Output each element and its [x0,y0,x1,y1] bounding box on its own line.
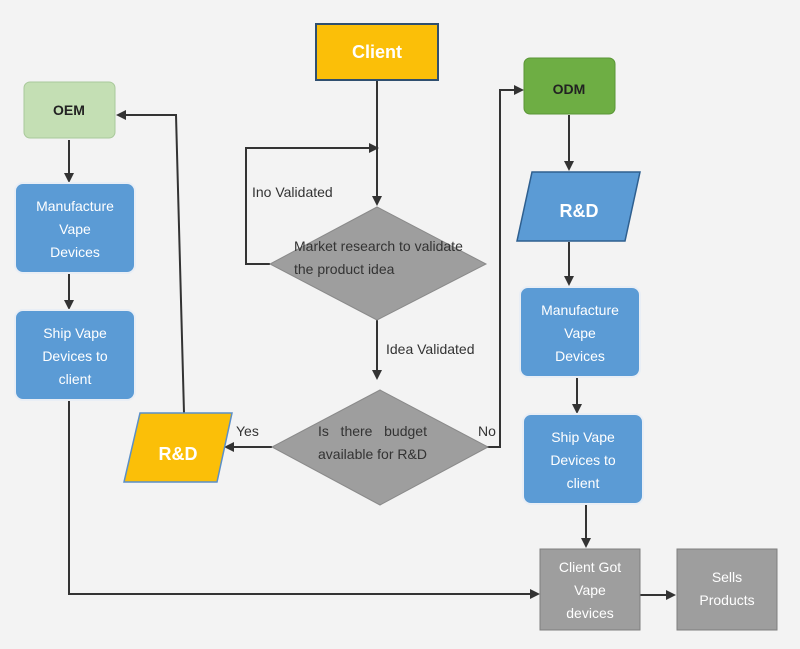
node-manufacture-right-line-2: Vape [564,325,596,341]
node-oem: OEM [23,81,116,139]
node-market-research: Market research to validate the product … [268,206,488,321]
node-client-got-line-3: devices [566,605,613,621]
node-client: Client [315,23,439,81]
edge-rd-to-oem [116,110,185,414]
node-oem-label: OEM [53,102,85,118]
edge-budget-no-to-odm [486,85,524,448]
node-budget-line-2: available for R&D [318,446,427,462]
node-client-got-line-2: Vape [574,582,606,598]
node-ship-right-line-2: Devices to [550,452,616,468]
node-budget-line-1: Is there budget [318,423,427,439]
node-manufacture-left-line-2: Vape [59,221,91,237]
node-client-label: Client [352,42,402,62]
node-ship-right: Ship Vape Devices to client [522,413,644,505]
node-market-research-line-1: Market research to validate [294,238,463,254]
node-rd-left-label: R&D [159,444,198,464]
node-manufacture-left: Manufacture Vape Devices [14,182,136,274]
node-ship-right-line-1: Ship Vape [551,429,615,445]
node-manufacture-left-line-1: Manufacture [36,198,114,214]
node-market-research-line-2: the product idea [294,261,395,277]
node-sells-products-line-2: Products [699,592,754,608]
node-client-got: Client Got Vape devices [539,548,641,631]
node-manufacture-left-line-3: Devices [50,244,100,260]
node-sells-products: Sells Products [676,548,778,631]
node-ship-left-line-3: client [59,371,92,387]
node-client-got-line-1: Client Got [559,559,621,575]
node-ship-left-line-1: Ship Vape [43,325,107,341]
node-odm: ODM [523,57,616,115]
edge-ship-to-client-got [68,401,540,599]
node-budget: Is there budget available for R&D [270,389,490,506]
label-idea-validated: Idea Validated [386,341,474,357]
label-no: No [478,423,496,439]
node-rd-left: R&D [123,412,233,483]
node-rd-right: R&D [516,171,641,242]
node-manufacture-right-line-1: Manufacture [541,302,619,318]
node-rd-right-label: R&D [560,201,599,221]
node-odm-label: ODM [553,81,586,97]
node-sells-products-line-1: Sells [712,569,742,585]
node-manufacture-right: Manufacture Vape Devices [519,286,641,378]
label-not-validated: Ino Validated [252,184,333,200]
edges [64,80,676,600]
edge-not-validated-loop [245,143,379,265]
node-ship-right-line-3: client [567,475,600,491]
label-yes: Yes [236,423,259,439]
node-manufacture-right-line-3: Devices [555,348,605,364]
node-ship-left-line-2: Devices to [42,348,108,364]
node-ship-left: Ship Vape Devices to client [14,309,136,401]
